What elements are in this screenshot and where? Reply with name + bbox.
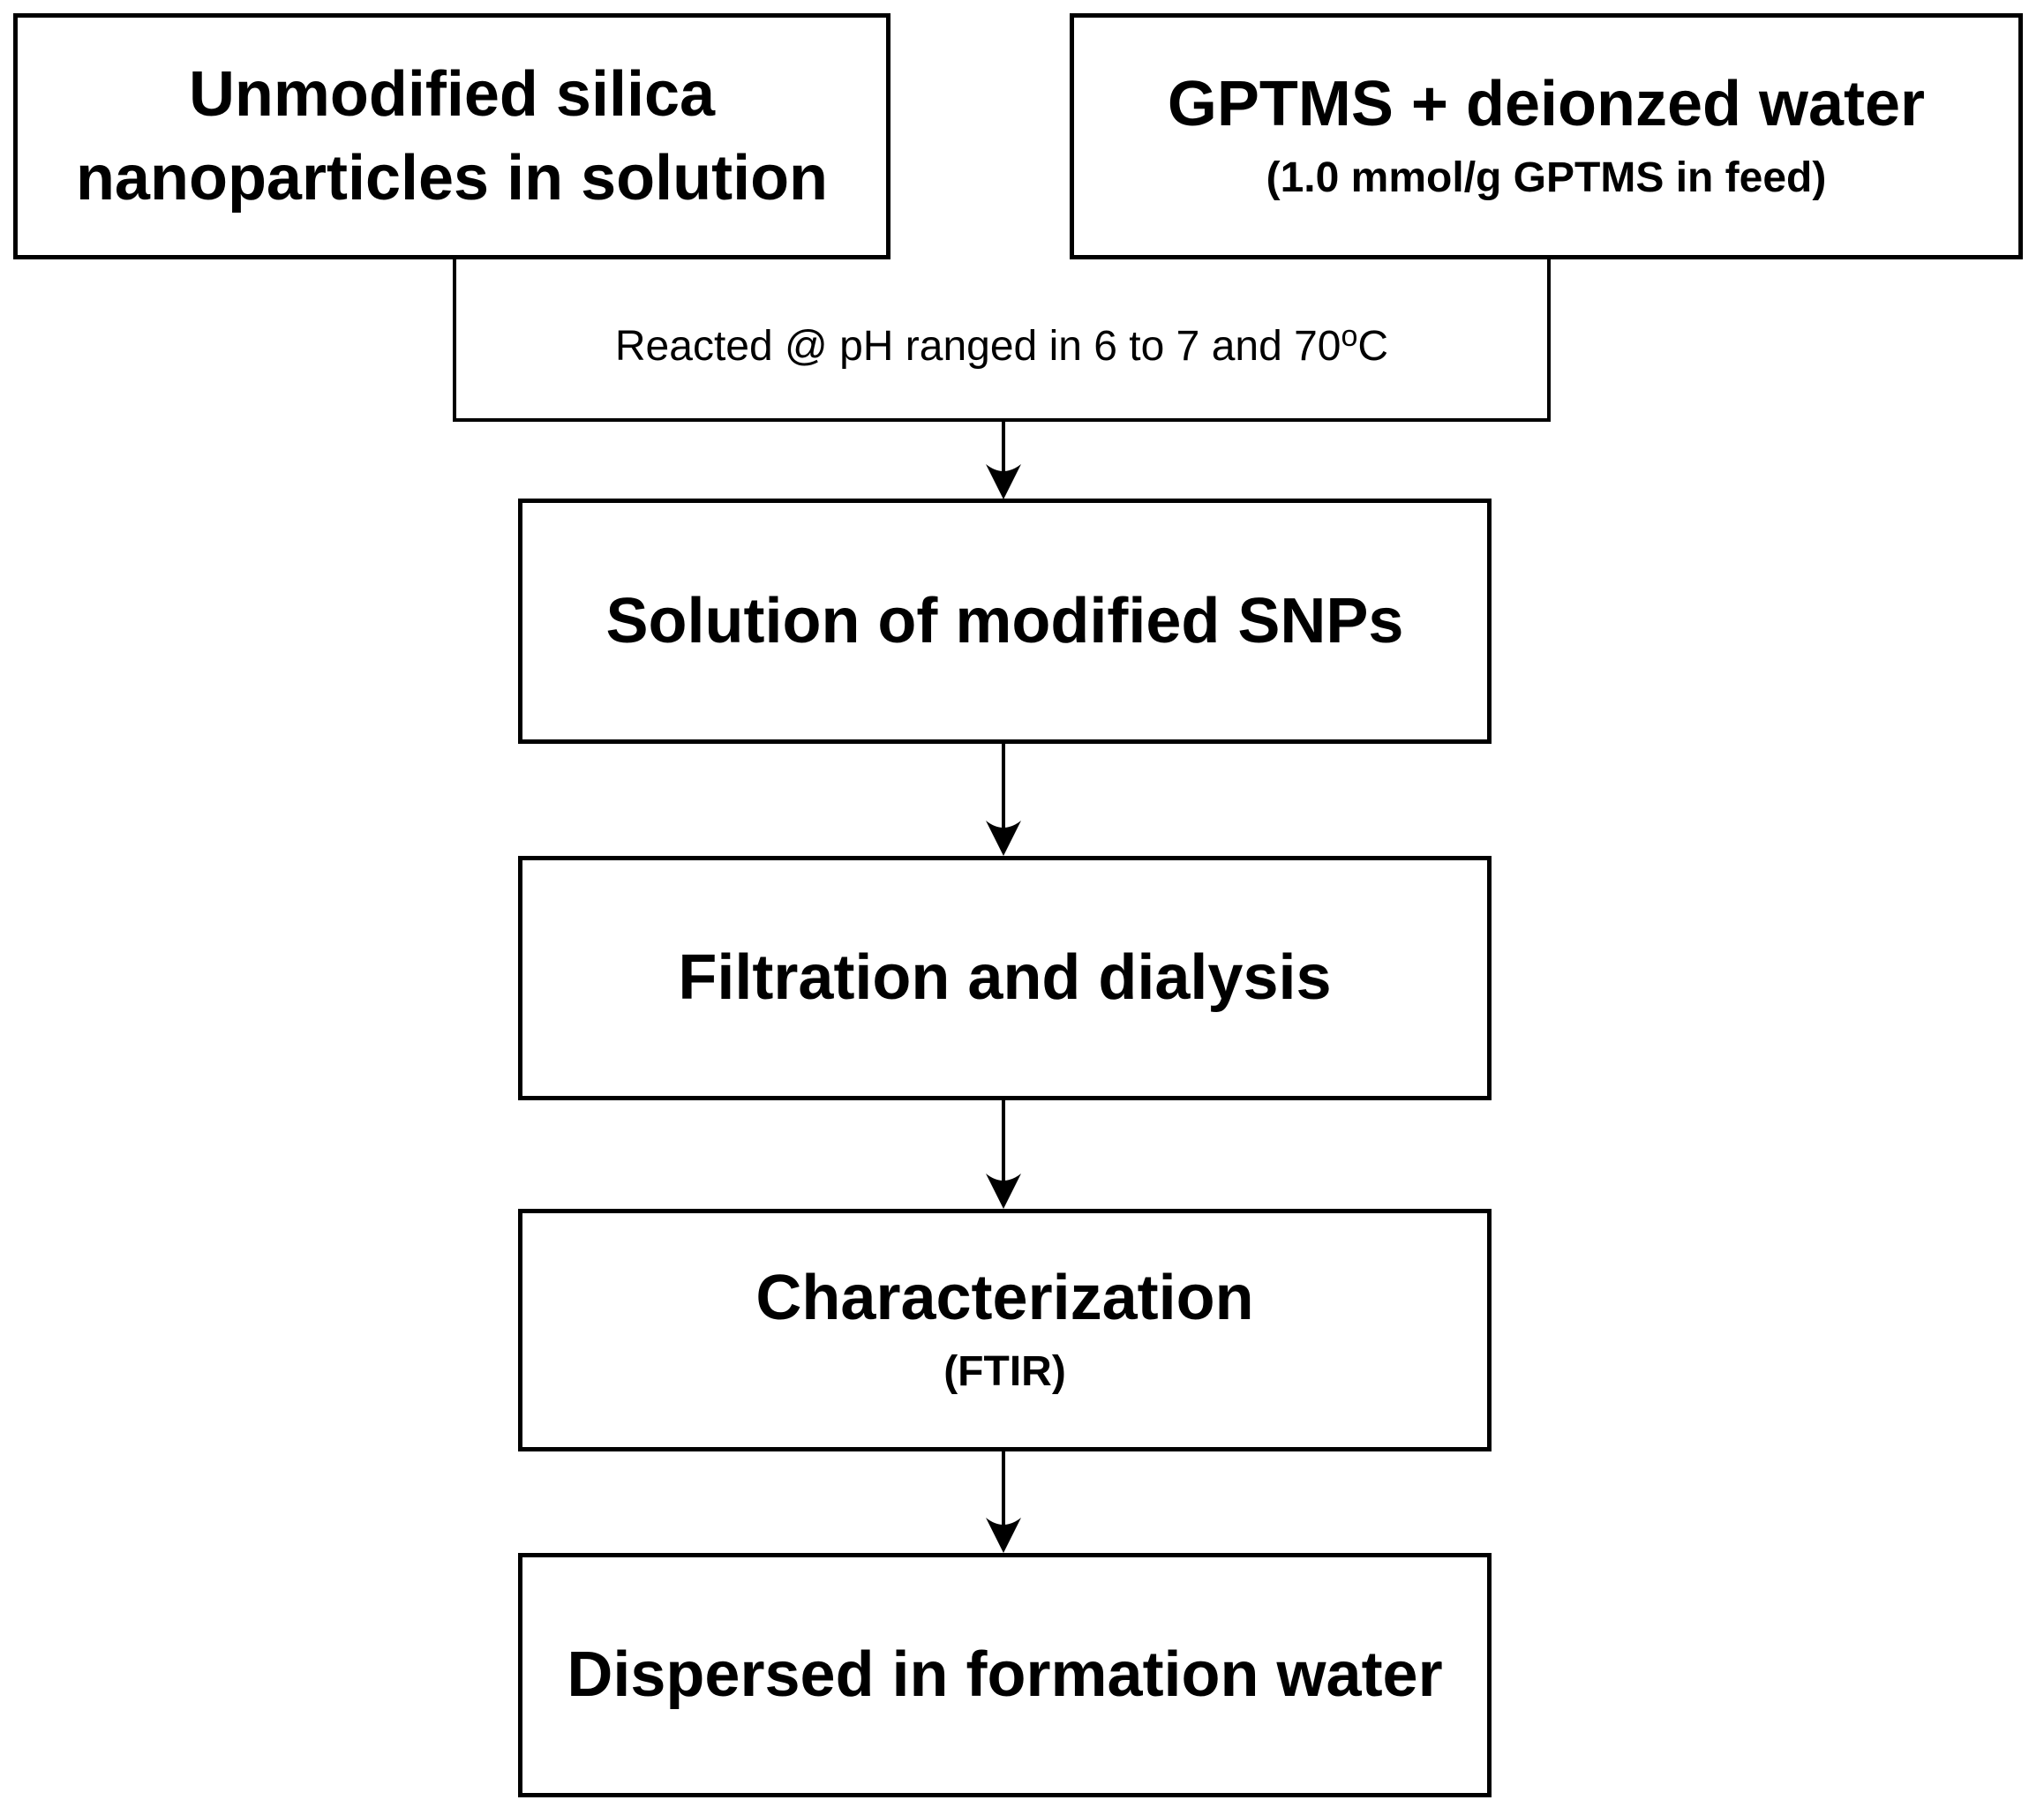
node-unmodified-silica-line2: nanoparticles in solution bbox=[75, 142, 829, 214]
arrow-line bbox=[1002, 744, 1005, 835]
node-unmodified-silica-line1: Unmodified silica bbox=[188, 58, 716, 130]
reaction-condition-label: Reacted @ pH ranged in 6 to 7 and 70oC bbox=[453, 319, 1551, 371]
arrow-line bbox=[1002, 1451, 1005, 1532]
connector-right-line bbox=[1547, 259, 1551, 422]
arrow-down-icon bbox=[986, 1174, 1021, 1209]
node-characterization-subtitle: (FTIR) bbox=[943, 1348, 1066, 1395]
flow-arrow-1 bbox=[986, 422, 1021, 499]
node-filtration-label: Filtration and dialysis bbox=[678, 942, 1332, 1013]
arrow-line bbox=[1002, 422, 1005, 478]
arrow-down-icon bbox=[986, 1518, 1021, 1553]
node-dispersed-label: Dispersed in formation water bbox=[567, 1639, 1443, 1710]
node-gptms-title: GPTMS + deionzed water bbox=[1167, 69, 1926, 139]
flow-arrow-4 bbox=[986, 1451, 1021, 1553]
node-gptms-water: GPTMS + deionzed water (1.0 mmol/g GPTMS… bbox=[1070, 13, 2023, 259]
node-characterization: Characterization (FTIR) bbox=[518, 1209, 1492, 1451]
node-solution-label: Solution of modified SNPs bbox=[605, 585, 1404, 656]
degree-symbol: o bbox=[1341, 319, 1358, 353]
connector-bottom-line bbox=[453, 418, 1551, 422]
connector-left-line bbox=[453, 259, 456, 422]
reaction-condition-unit: C bbox=[1357, 323, 1389, 370]
node-unmodified-silica: Unmodified silica nanoparticles in solut… bbox=[13, 13, 890, 259]
node-filtration-dialysis: Filtration and dialysis bbox=[518, 856, 1492, 1100]
node-characterization-title: Characterization bbox=[755, 1263, 1254, 1333]
flow-arrow-3 bbox=[986, 1100, 1021, 1209]
node-dispersed-formation-water: Dispersed in formation water bbox=[518, 1553, 1492, 1797]
arrow-down-icon bbox=[986, 464, 1021, 499]
node-solution-modified-snps: Solution of modified SNPs bbox=[518, 499, 1492, 744]
flow-arrow-2 bbox=[986, 744, 1021, 856]
node-gptms-subtitle: (1.0 mmol/g GPTMS in feed) bbox=[1266, 154, 1827, 201]
reaction-condition-text: Reacted @ pH ranged in 6 to 7 and 70 bbox=[614, 323, 1341, 370]
arrow-line bbox=[1002, 1100, 1005, 1188]
arrow-down-icon bbox=[986, 821, 1021, 856]
